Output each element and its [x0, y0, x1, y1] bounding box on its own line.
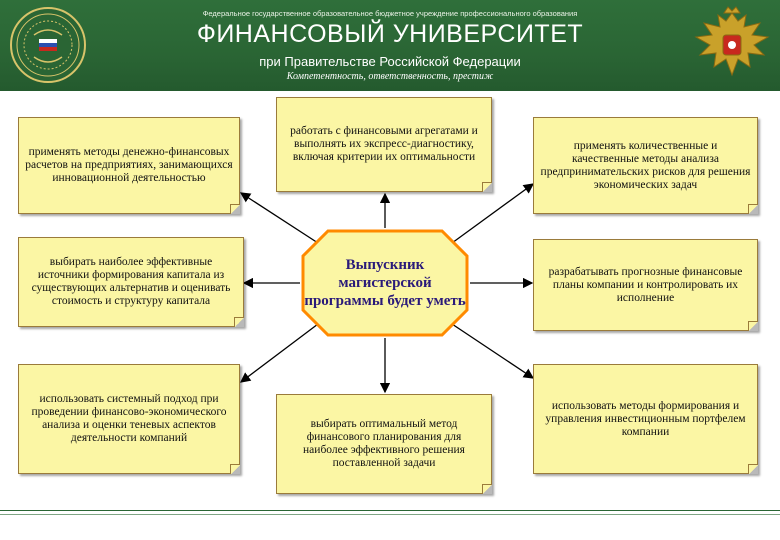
- page-curl: [482, 484, 492, 494]
- central-octagon: [301, 229, 469, 337]
- skill-box-bottom-left: использовать системный подход при провед…: [18, 364, 240, 474]
- page-curl: [748, 321, 758, 331]
- page-curl: [230, 464, 240, 474]
- skill-text: использовать методы формирования и управ…: [545, 399, 746, 438]
- university-logo: [10, 7, 86, 83]
- skill-text: разрабатывать прогнозные финансовые план…: [548, 265, 743, 304]
- page-curl: [482, 182, 492, 192]
- university-subtitle: при Правительстве Российской Федерации: [259, 54, 521, 69]
- page-curl: [234, 317, 244, 327]
- coat-of-arms-icon: [694, 6, 770, 77]
- skill-box-top-left: применять методы денежно-финансовых расч…: [18, 117, 240, 214]
- arrow-bottom-right: [451, 323, 535, 379]
- skill-box-top-center: работать с финансовыми агрегатами и выпо…: [276, 97, 492, 192]
- skill-text: применять количественные и качественные …: [540, 139, 751, 191]
- skill-box-bottom-center: выбирать оптимальный метод финансового п…: [276, 394, 492, 494]
- header-top-line: Федеральное государственное образователь…: [202, 9, 578, 18]
- footer-divider-secondary: [0, 514, 780, 515]
- central-label: Выпускник магистерской программы будет у…: [304, 257, 466, 309]
- skill-text: работать с финансовыми агрегатами и выпо…: [290, 125, 478, 163]
- footer-divider: [0, 510, 780, 511]
- arrow-top-left: [239, 192, 319, 244]
- skill-box-mid-right: разрабатывать прогнозные финансовые план…: [533, 239, 758, 331]
- arrow-top-right: [451, 183, 535, 244]
- skill-text: выбирать оптимальный метод финансового п…: [303, 418, 465, 469]
- arrow-bottom-left: [239, 323, 319, 383]
- skill-box-bottom-right: использовать методы формирования и управ…: [533, 364, 758, 474]
- page-curl: [748, 464, 758, 474]
- header-banner: Федеральное государственное образователь…: [0, 0, 780, 91]
- skill-text: использовать системный подход при провед…: [31, 393, 227, 444]
- skill-text: выбирать наиболее эффективные источники …: [31, 256, 231, 307]
- university-title: ФИНАНСОВЫЙ УНИВЕРСИТЕТ: [196, 20, 584, 48]
- skill-box-mid-left: выбирать наиболее эффективные источники …: [18, 237, 244, 327]
- skill-text: применять методы денежно-финансовых расч…: [25, 146, 233, 184]
- page-curl: [748, 204, 758, 214]
- university-motto: Компетентность, ответственность, престиж: [286, 71, 494, 82]
- skill-box-top-right: применять количественные и качественные …: [533, 117, 758, 214]
- page-curl: [230, 204, 240, 214]
- central-node: Выпускник магистерской программы будет у…: [300, 228, 470, 338]
